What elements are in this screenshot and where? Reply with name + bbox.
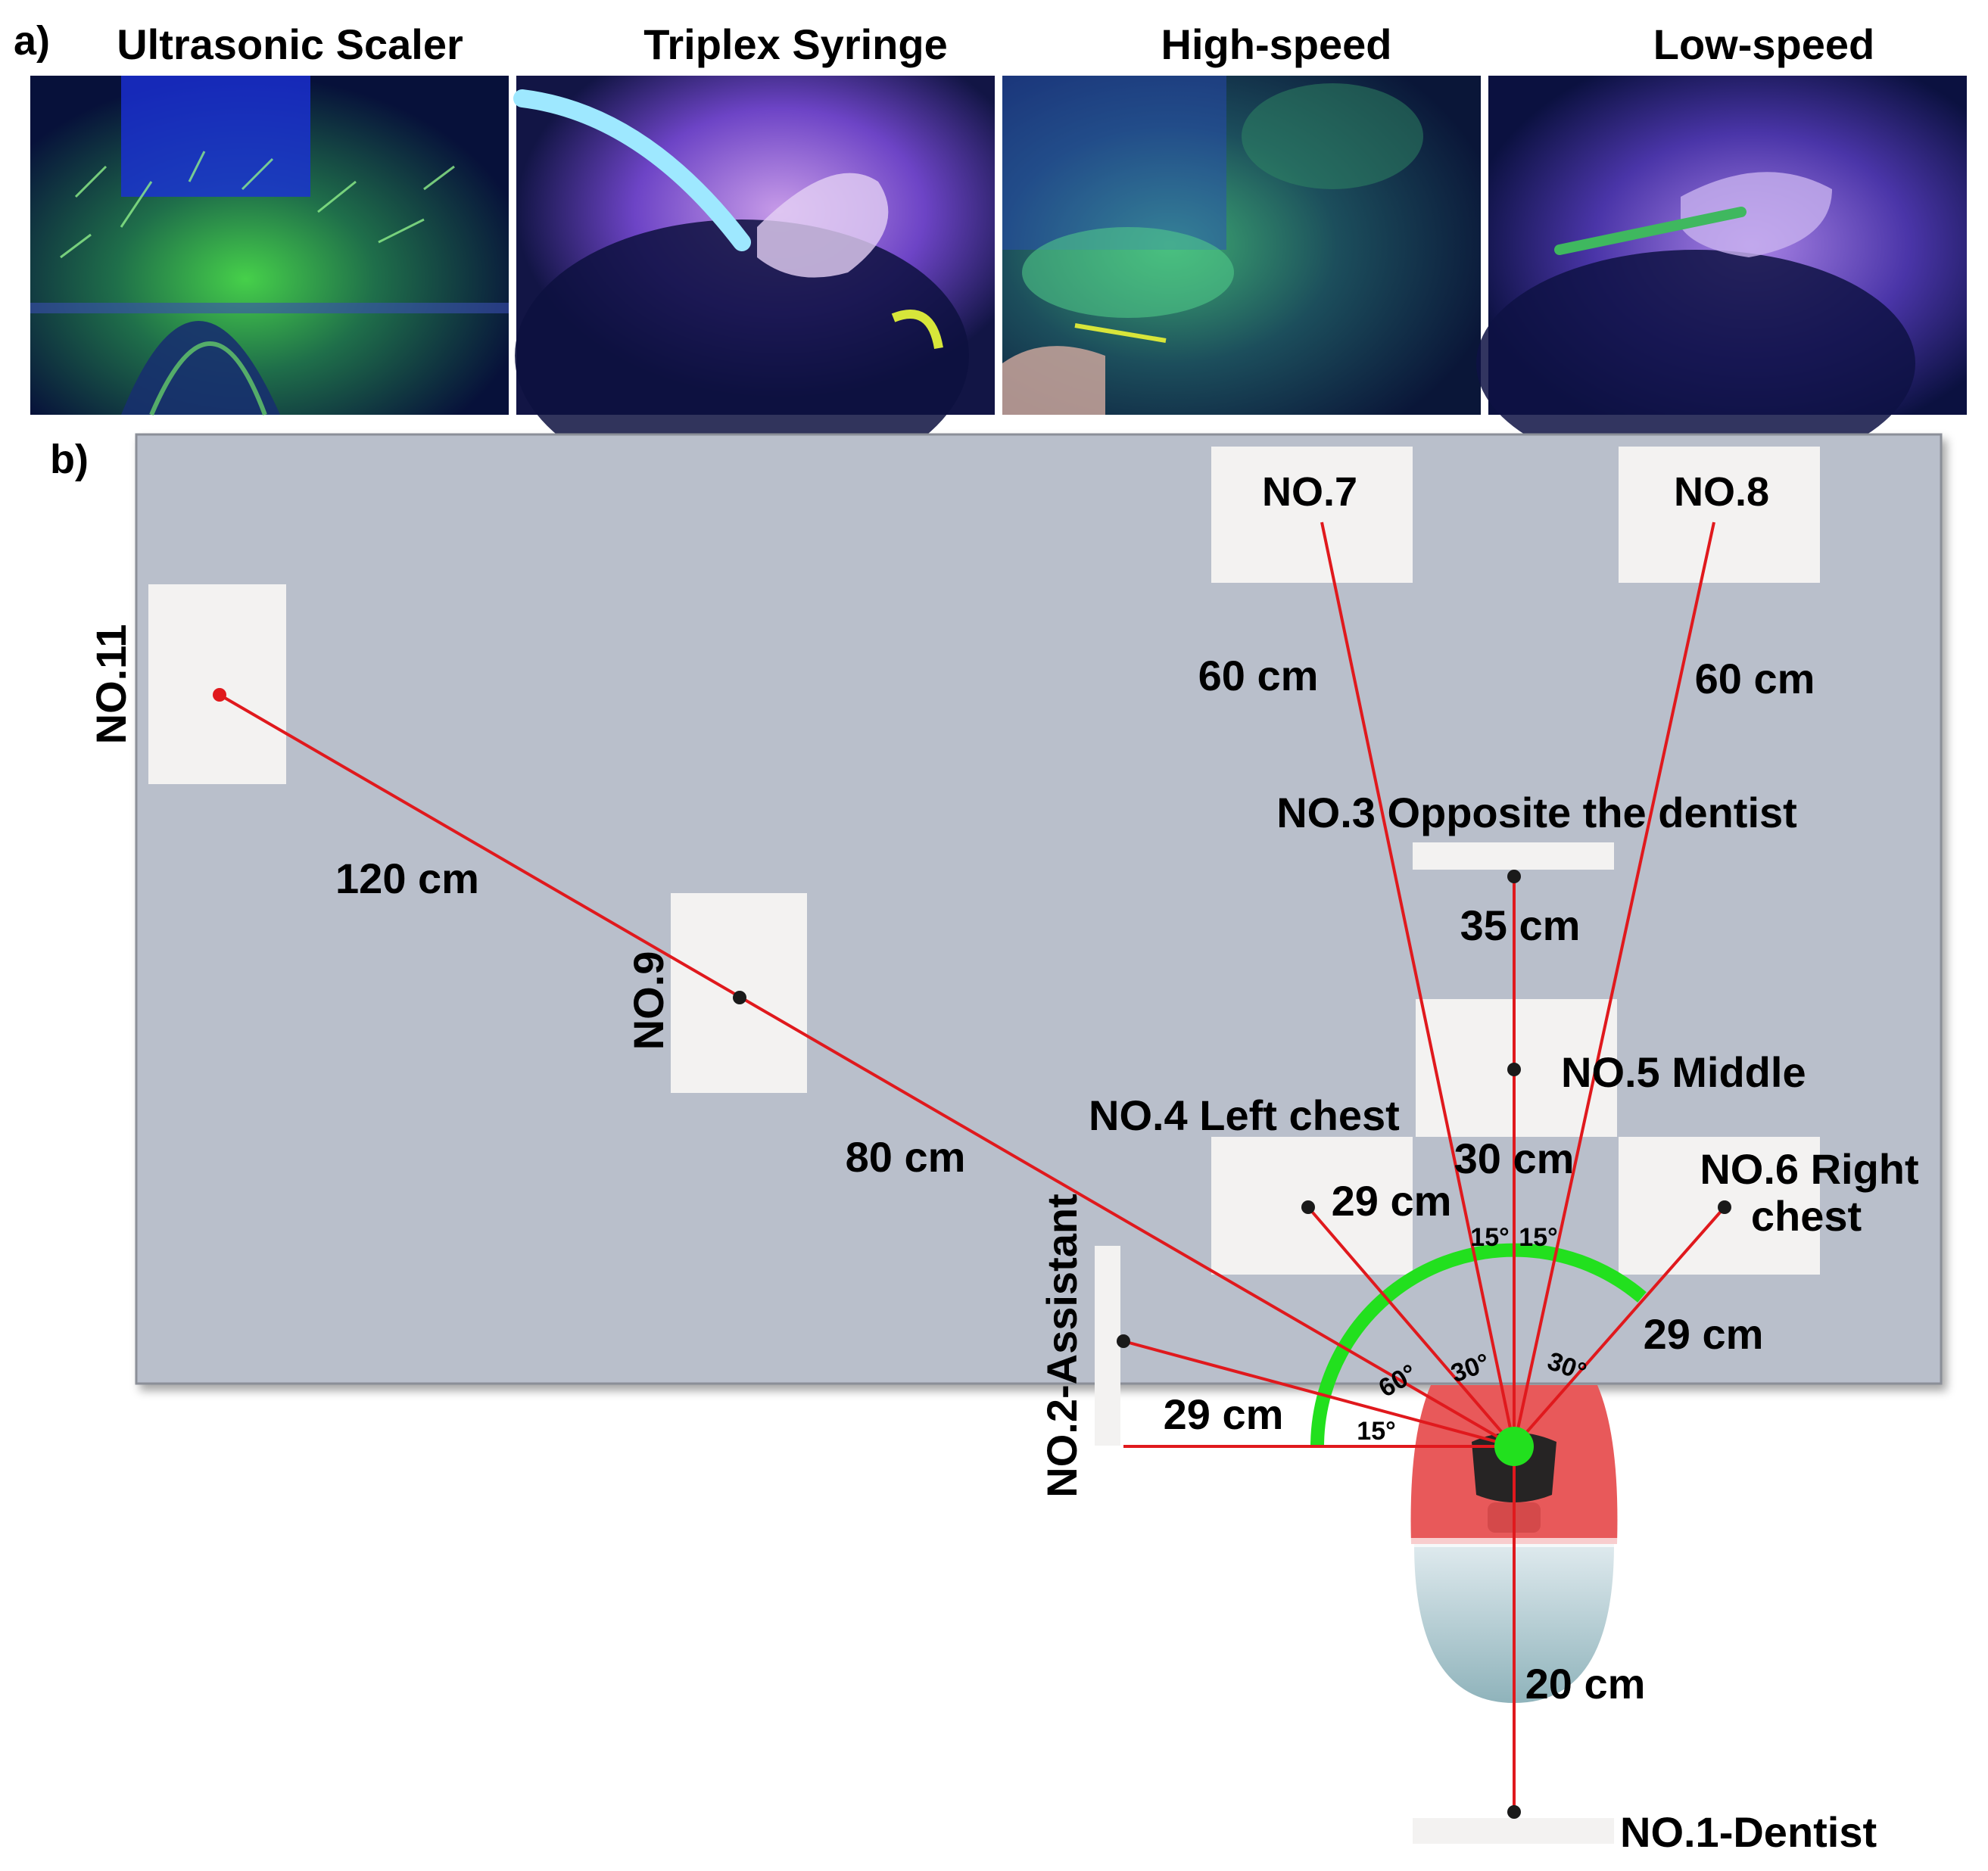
label-no11: NO.11 (87, 624, 135, 745)
line-no11 (218, 693, 1516, 1448)
point-no9 (733, 991, 746, 1004)
angle-15-bottom: 15° (1357, 1417, 1395, 1446)
panel-a-label: a) (14, 18, 50, 64)
dist-80: 80 cm (846, 1133, 966, 1181)
line-no6 (1513, 1206, 1726, 1448)
line-no2 (1123, 1340, 1515, 1448)
label-no9: NO.9 (625, 951, 672, 1051)
paper-no7 (1211, 447, 1413, 583)
label-no3: NO.3 Opposite the dentist (1276, 789, 1797, 836)
label-no1: NO.1-Dentist (1620, 1808, 1877, 1856)
dist-60-left: 60 cm (1198, 652, 1319, 699)
angle-15-right: 15° (1519, 1223, 1557, 1252)
label-no6-line1: NO.6 Right (1700, 1145, 1918, 1193)
label-no8: NO.8 (1674, 469, 1769, 515)
paper-no1 (1413, 1818, 1614, 1844)
photo-high-speed: High-speed (1002, 20, 1481, 415)
point-no3 (1507, 870, 1521, 883)
dist-20: 20 cm (1525, 1660, 1646, 1708)
point-no6 (1718, 1200, 1731, 1214)
photo-triplex-syringe: Triplex Syringe (513, 20, 995, 492)
photo-ultrasonic-scaler: Ultrasonic Scaler (30, 20, 509, 416)
origin-point (1494, 1427, 1534, 1466)
label-no4: NO.4 Left chest (1089, 1091, 1400, 1139)
photo-title-triplex-syringe: Triplex Syringe (643, 20, 948, 68)
dist-29-no2: 29 cm (1164, 1390, 1284, 1438)
panel-b-label: b) (50, 437, 89, 482)
photo-title-high-speed: High-speed (1161, 20, 1392, 68)
line-no4 (1307, 1206, 1516, 1448)
dist-30: 30 cm (1454, 1135, 1575, 1182)
photo-title-ultrasonic-scaler: Ultrasonic Scaler (117, 20, 463, 68)
paper-no11 (148, 584, 286, 784)
paper-no3 (1413, 842, 1614, 870)
angle-arc (1310, 1243, 1647, 1447)
distance-labels: 120 cm 80 cm 60 cm 60 cm 35 cm 30 cm 29 … (335, 652, 1815, 1708)
paper-no8 (1619, 447, 1820, 583)
sampling-points (213, 688, 1731, 1819)
point-no5 (1507, 1063, 1521, 1076)
angle-15-left: 15° (1470, 1223, 1509, 1252)
photo-low-speed: Low-speed (1476, 20, 1967, 477)
dist-29-no6: 29 cm (1644, 1310, 1764, 1358)
measurement-lines (218, 521, 1726, 1812)
label-no6-line2: chest (1751, 1192, 1862, 1240)
photo-title-low-speed: Low-speed (1653, 20, 1874, 68)
point-no11 (213, 688, 226, 702)
dist-29-no4: 29 cm (1332, 1177, 1452, 1225)
point-no4 (1301, 1200, 1315, 1214)
point-no2 (1117, 1334, 1130, 1348)
dist-35: 35 cm (1460, 901, 1581, 949)
dist-120: 120 cm (335, 855, 479, 902)
paper-no2 (1095, 1246, 1120, 1446)
point-no1 (1507, 1805, 1521, 1819)
sampling-papers (148, 447, 1820, 1844)
label-no5: NO.5 Middle (1561, 1048, 1806, 1096)
label-no7: NO.7 (1262, 469, 1357, 515)
site-labels: NO.11 NO.9 NO.7 NO.8 NO.3 Opposite the d… (87, 469, 1919, 1856)
dist-60-right: 60 cm (1695, 655, 1815, 702)
label-no2: NO.2-Assistant (1038, 1194, 1086, 1497)
line-no7 (1320, 521, 1516, 1447)
line-no8 (1513, 521, 1715, 1447)
